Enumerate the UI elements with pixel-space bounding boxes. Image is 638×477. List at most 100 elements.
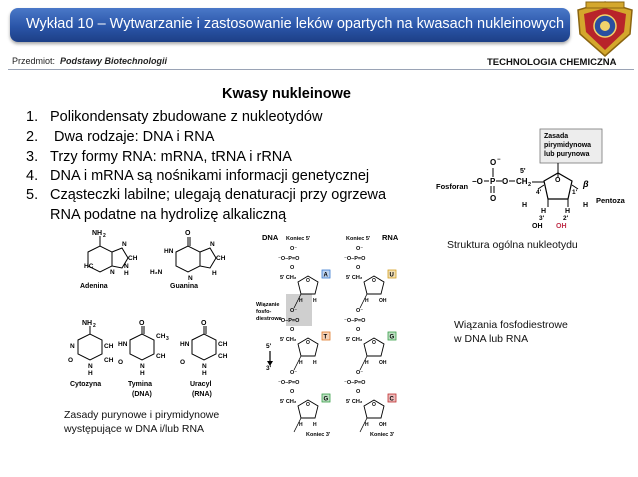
svg-text:N: N: [70, 343, 75, 350]
base-tag-label: A: [324, 273, 329, 279]
svg-text:O: O: [201, 320, 207, 327]
svg-text:O: O: [372, 278, 376, 284]
svg-text:⁻O–P=O: ⁻O–P=O: [344, 256, 366, 262]
svg-text:O: O: [139, 320, 145, 327]
svg-text:H: H: [299, 298, 303, 304]
svg-text:CH: CH: [104, 357, 114, 364]
list-item: 3.Trzy formy RNA: mRNA, tRNA i rRNA: [26, 149, 292, 165]
svg-text:CH: CH: [156, 333, 166, 340]
svg-text:H: H: [140, 370, 145, 377]
svg-text:CH: CH: [128, 255, 138, 262]
svg-text:⁻O–P=O: ⁻O–P=O: [278, 318, 300, 324]
svg-text:5' CH₂: 5' CH₂: [346, 337, 363, 343]
fosforan-label: Fosforan: [436, 182, 469, 191]
list-item: 1.Polikondensaty zbudowane z nukleotydów: [26, 109, 323, 125]
svg-text:−O: −O: [472, 177, 483, 186]
svg-text:5' CH₂: 5' CH₂: [280, 275, 297, 281]
base-tag-label: G: [390, 335, 395, 341]
university-crest-icon: [577, 1, 633, 57]
svg-text:H: H: [313, 298, 317, 304]
svg-text:Wiązanie: Wiązanie: [256, 302, 280, 308]
svg-text:2: 2: [528, 182, 531, 188]
svg-text:5' CH₂: 5' CH₂: [280, 337, 297, 343]
svg-text:OH: OH: [379, 360, 387, 366]
adenina-label: Adenina: [80, 283, 108, 290]
svg-text:CH: CH: [218, 341, 228, 348]
header-bar: [10, 8, 570, 42]
uracyl-label: Uracyl: [190, 381, 211, 388]
list-item: 4.DNA i mRNA są nośnikami informacji gen…: [26, 168, 370, 184]
svg-text:N: N: [140, 363, 145, 370]
base-tag-label: C: [390, 397, 395, 403]
svg-text:−: −: [497, 157, 501, 163]
svg-text:5' CH₂: 5' CH₂: [346, 275, 363, 281]
svg-text:OH: OH: [379, 298, 387, 304]
svg-text:O: O: [490, 158, 496, 167]
svg-text:H₂N: H₂N: [150, 269, 163, 276]
svg-text:CH: CH: [104, 343, 114, 350]
section-title: Kwasy nukleinowe: [222, 86, 351, 102]
svg-text:N: N: [188, 275, 193, 282]
list-item: 2. Dwa rodzaje: DNA i RNA: [26, 129, 215, 145]
svg-text:CH: CH: [218, 353, 228, 360]
base-tag-t: [321, 331, 331, 341]
svg-text:O: O: [118, 359, 123, 366]
svg-text:⁻O–P=O: ⁻O–P=O: [278, 380, 300, 386]
svg-text:OH: OH: [379, 422, 387, 428]
guanina-label: Guanina: [170, 283, 198, 290]
svg-text:3': 3': [539, 215, 545, 222]
svg-text:O: O: [306, 278, 310, 284]
faculty-label: TECHNOLOGIA CHEMICZNA: [487, 57, 617, 68]
svg-text:5' CH₂: 5' CH₂: [280, 399, 297, 405]
svg-text:H: H: [565, 208, 570, 215]
svg-text:1': 1': [572, 189, 578, 196]
svg-text:O: O: [290, 389, 295, 395]
svg-text:O: O: [290, 265, 295, 271]
svg-text:Koniec 3': Koniec 3': [370, 432, 395, 438]
svg-text:H: H: [299, 422, 303, 428]
phosphodiester-backbone-diagram: DNA Koniec 5' Koniec 5' RNA Wiązanie fos…: [256, 233, 399, 438]
svg-text:2: 2: [103, 233, 106, 239]
svg-text:O⁻: O⁻: [356, 308, 363, 314]
svg-text:O⁻: O⁻: [290, 370, 297, 376]
svg-text:5': 5': [266, 343, 272, 350]
svg-text:N: N: [110, 269, 115, 276]
svg-text:O: O: [356, 265, 361, 271]
svg-text:H: H: [202, 370, 207, 377]
svg-text:NH: NH: [82, 320, 92, 327]
svg-text:⁻O–P=O: ⁻O–P=O: [344, 380, 366, 386]
pentoza-label: Pentoza: [596, 196, 626, 205]
svg-text:Koniec 5': Koniec 5': [286, 236, 311, 242]
svg-text:O: O: [185, 230, 191, 237]
svg-text:O: O: [306, 402, 310, 408]
svg-text:H: H: [365, 298, 369, 304]
svg-text:O: O: [372, 402, 376, 408]
base-tag-label: T: [324, 335, 328, 341]
svg-text:2': 2': [563, 215, 569, 222]
svg-text:H: H: [541, 208, 546, 215]
svg-text:lub purynowa: lub purynowa: [544, 151, 590, 158]
zasada-label: Zasada: [544, 133, 568, 140]
svg-text:5' CH₂: 5' CH₂: [346, 399, 363, 405]
svg-text:Koniec 5': Koniec 5': [346, 236, 371, 242]
svg-text:(DNA): (DNA): [132, 391, 152, 398]
svg-text:fosfo-: fosfo-: [256, 309, 271, 315]
base-tag-label: G: [324, 397, 329, 403]
svg-text:H: H: [124, 270, 129, 277]
svg-text:CH: CH: [156, 353, 166, 360]
svg-text:H: H: [313, 360, 317, 366]
svg-text:4': 4': [536, 189, 542, 196]
bases-caption: Zasady purynowe i pirymidynowe występują…: [64, 409, 220, 435]
svg-text:H: H: [583, 202, 588, 209]
base-tag-label: U: [390, 273, 394, 279]
svg-text:3: 3: [166, 336, 169, 342]
base-tag-g: [387, 331, 397, 341]
beta-label: β: [582, 179, 589, 189]
bond-caption: Wiązania fosfodiestrowe w DNA lub RNA: [454, 319, 568, 345]
subject-value: Podstawy Biotechnologii: [60, 56, 168, 66]
base-tag-a: [321, 269, 331, 279]
svg-text:O: O: [356, 327, 361, 333]
svg-text:HC: HC: [84, 263, 94, 270]
